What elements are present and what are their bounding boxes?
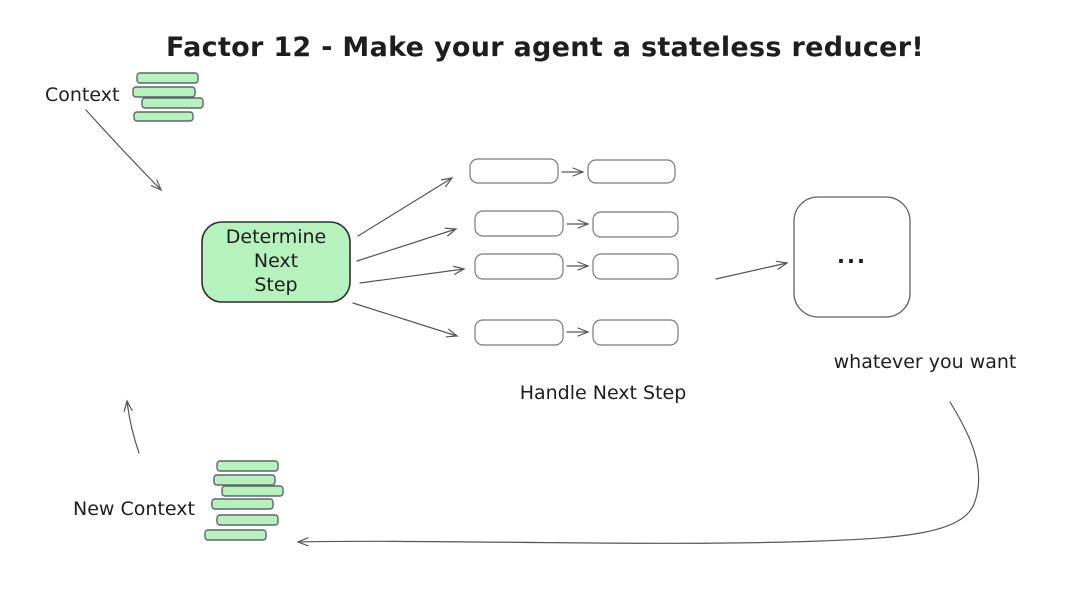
handler-input-box [474, 319, 564, 346]
new-context-node: New Context [73, 460, 284, 541]
determine-next-step-box [201, 221, 351, 303]
handler-pair-row-1 [469, 158, 676, 184]
context-stack-rect [133, 111, 194, 122]
ellipsis-text: ... [837, 244, 867, 268]
determine-line-2: Next [254, 250, 298, 272]
context-label: Context [45, 84, 119, 106]
handler-output-box [587, 159, 676, 184]
arrow-determine-to-handler-1 [357, 177, 454, 237]
determine-line-3: Step [254, 274, 297, 296]
handler-pair-row-2 [474, 210, 679, 238]
handler-input-box [474, 210, 564, 237]
handler-input-box [474, 253, 564, 280]
whatever-box [793, 196, 911, 318]
determine-line-1: Determine [226, 226, 326, 248]
arrow-determine-to-handler-2 [356, 227, 458, 262]
new-context-stack-rect [221, 485, 284, 497]
handler-output-box [592, 319, 679, 346]
new-context-stack-rect [216, 460, 279, 472]
new-context-stack-rect [211, 498, 274, 510]
whatever-node: ... whatever you want [793, 196, 1017, 373]
diagram-title: Factor 12 - Make your agent a stateless … [166, 32, 924, 63]
context-stack-rect [132, 86, 196, 98]
arrow-new-context-to-context [123, 399, 140, 454]
handler-input-box [469, 158, 559, 184]
handler-output-box [592, 211, 679, 238]
context-stack-rect [136, 72, 199, 84]
arrow-handler-to-whatever [715, 260, 789, 280]
handler-output-box [592, 253, 679, 280]
arrow-determine-to-handler-4 [352, 302, 459, 338]
new-context-label: New Context [73, 498, 195, 520]
new-context-stack-rect [204, 529, 267, 541]
new-context-stack-rect [216, 514, 279, 526]
new-context-stack-rect [213, 474, 276, 486]
arrow-determine-to-handler-3 [359, 265, 466, 284]
arrow-return-curve [296, 401, 980, 547]
context-stack-rect [141, 97, 204, 109]
handler-pair-row-4 [474, 319, 679, 346]
determine-next-step-node: Determine Next Step [201, 221, 351, 303]
handler-pair-row-3 [474, 253, 679, 280]
arrow-context-to-determine [85, 109, 163, 192]
whatever-you-want-label: whatever you want [834, 351, 1017, 373]
context-node: Context [45, 72, 204, 122]
handle-next-step-label: Handle Next Step [520, 382, 687, 404]
